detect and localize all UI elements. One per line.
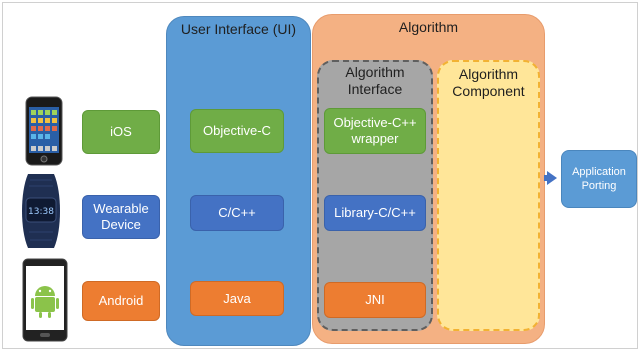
- ui-panel-title: User Interface (UI): [180, 20, 297, 37]
- platform-wearable: Wearable Device: [82, 195, 160, 239]
- ui-cpp-label: C/C++: [218, 205, 256, 220]
- diagram-frame: [2, 2, 638, 349]
- iface-library-cpp: Library-C/C++: [324, 195, 426, 231]
- iface-jni: JNI: [324, 282, 426, 318]
- iface-library-cpp-label: Library-C/C++: [334, 205, 416, 220]
- platform-ios: iOS: [82, 110, 160, 154]
- platform-android: Android: [82, 281, 160, 321]
- svg-text:13:38: 13:38: [28, 207, 54, 217]
- algorithm-interface-title: Algorithm Interface: [345, 64, 405, 97]
- iphone-icon: [25, 96, 63, 166]
- application-porting-box: Application Porting: [561, 150, 637, 208]
- platform-ios-label: iOS: [110, 124, 132, 139]
- fitness-band-icon: 13:38: [22, 174, 60, 248]
- ui-java-label: Java: [223, 290, 251, 306]
- android-phone-icon: [22, 258, 68, 342]
- ui-objective-c: Objective-C: [190, 109, 284, 153]
- algorithm-panel-title: Algorithm: [398, 18, 459, 35]
- ui-cpp: C/C++: [190, 195, 284, 231]
- application-porting-label: Application Porting: [572, 166, 626, 192]
- arrow-stem: [544, 175, 548, 181]
- iface-objective-cpp-wrapper-label: Objective-C++ wrapper: [333, 115, 417, 146]
- algorithm-component-panel: [437, 60, 540, 331]
- algorithm-component-title: Algorithm Component: [452, 66, 525, 99]
- platform-wearable-label: Wearable Device: [93, 201, 149, 232]
- platform-android-label: Android: [98, 293, 144, 308]
- iface-objective-cpp-wrapper: Objective-C++ wrapper: [324, 108, 426, 154]
- iface-jni-label: JNI: [365, 292, 385, 307]
- ui-java: Java: [190, 281, 284, 316]
- ui-objective-c-label: Objective-C: [203, 123, 271, 138]
- right-arrow-icon: [547, 171, 557, 185]
